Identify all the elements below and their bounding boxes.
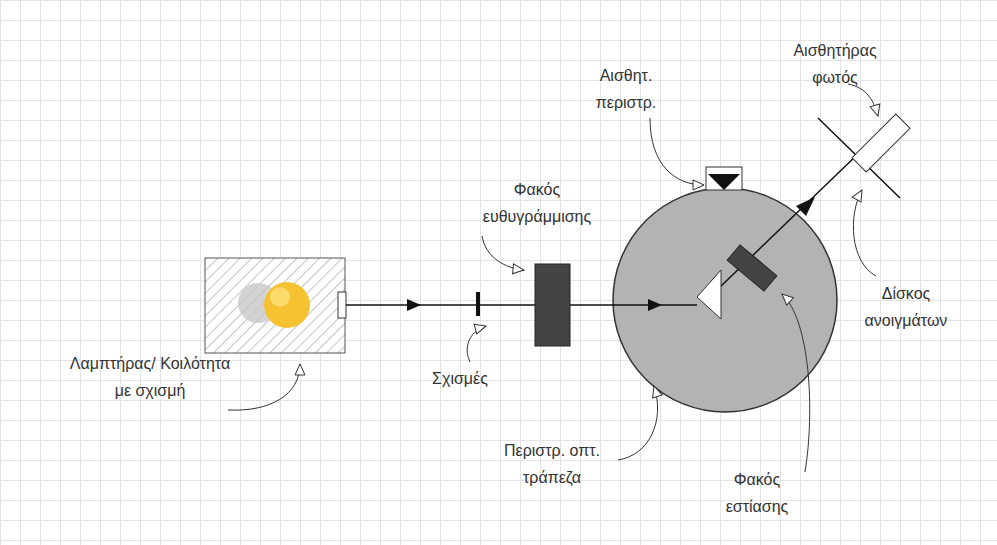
lamp-highlight (270, 287, 290, 307)
rotation-sensor (706, 167, 742, 190)
lamp-housing (205, 258, 345, 353)
rotation-sensor-mark (708, 174, 740, 190)
leader-line (650, 118, 704, 185)
beam-arrow (407, 299, 421, 311)
part-label: Λαμπτήρας/ Κοιλότητα με σχισμή (66, 350, 234, 404)
cavity-slit (338, 292, 346, 318)
prism (697, 270, 721, 319)
beam-arrow (648, 299, 662, 311)
leader-line (782, 294, 810, 472)
part-label: Αισθητ. περιστρ. (581, 62, 671, 116)
collimating-lens (535, 264, 570, 346)
light-sensor (852, 114, 910, 172)
slit (476, 292, 480, 316)
part-label: Φακός εστίασης (715, 466, 799, 520)
light-beam (346, 304, 697, 306)
focusing-lens (727, 245, 777, 291)
part-label: Φακός ευθυγράμμισης (475, 176, 599, 230)
leader-line (848, 84, 878, 116)
part-label: Περιστρ. οπτ. τράπεζα (488, 437, 616, 491)
leader-line (228, 364, 300, 410)
leader-line (467, 326, 486, 362)
part-label: Σχισμές (420, 365, 500, 392)
lamp-bulb (264, 282, 310, 328)
part-label: Αισθητήρας φωτός (785, 37, 885, 91)
leader-line (853, 190, 876, 276)
beam-arrow (796, 197, 815, 216)
leader-line (618, 386, 658, 460)
rotating-table (613, 188, 837, 412)
part-label: Δίσκος ανοιγμάτων (854, 280, 958, 334)
leader-line (482, 236, 524, 270)
